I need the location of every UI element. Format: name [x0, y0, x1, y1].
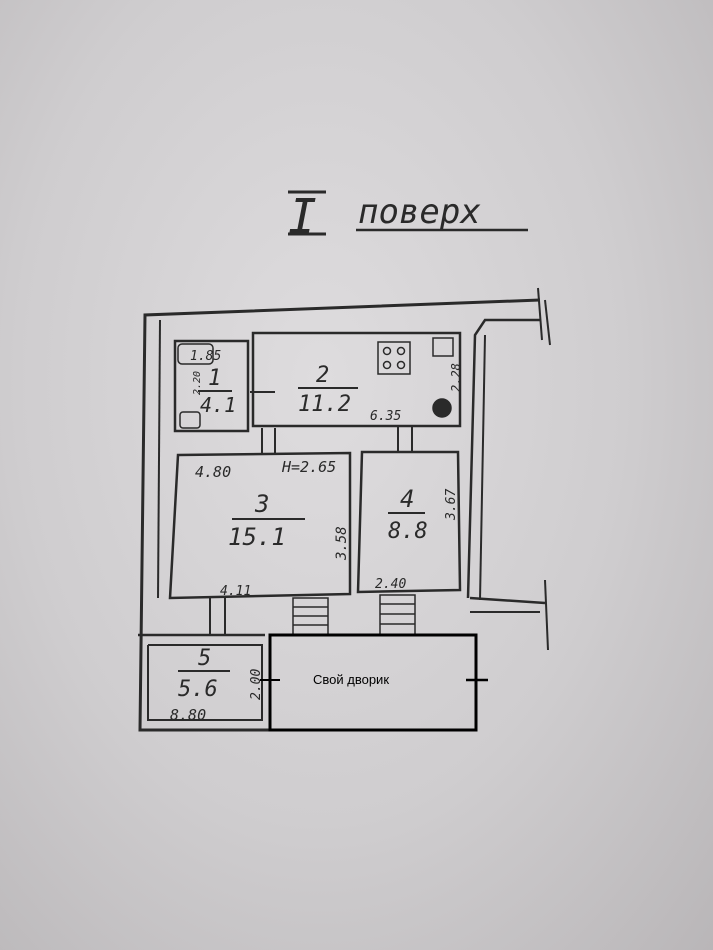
room-5-area: 5.6 — [178, 677, 218, 702]
room-2-number: 2 — [316, 363, 329, 388]
wall-right-inner — [479, 334, 486, 601]
courtyard-box — [268, 633, 478, 732]
boiler-icon — [432, 398, 452, 418]
room-1-outline — [173, 339, 250, 433]
heading: I поверх — [288, 189, 528, 245]
heading-roman: I — [288, 189, 317, 245]
room-labels: 1 4.1 2 11.2 3 15.1 4 8.8 5 5.6 — [178, 363, 428, 702]
room3-side-label: 3.58 — [334, 526, 350, 561]
room3-ceiling-label: H=2.65 — [281, 458, 336, 476]
stove-burner-icon — [382, 346, 392, 356]
room-2-area: 11.2 — [298, 392, 351, 417]
room5-side-label: 2.00 — [249, 669, 264, 700]
room-5-number: 5 — [198, 646, 211, 671]
wall-inner-left — [157, 319, 161, 599]
stove-burner-icon — [382, 360, 392, 370]
fixtures — [177, 337, 454, 429]
break-mark-top — [537, 287, 543, 341]
room4-bottom-label: 2.40 — [375, 577, 406, 592]
room5-bottom-label: 8.80 — [170, 706, 206, 724]
room3-top-label: 4.80 — [195, 463, 231, 481]
steps-right — [379, 594, 416, 636]
room3-bottom-label: 4.11 — [220, 584, 251, 599]
courtyard: Свой дворик — [260, 633, 488, 732]
room-3-outline — [168, 451, 352, 600]
sink-icon — [179, 411, 201, 429]
stove-burner-icon — [396, 346, 406, 356]
room1-width-label: 1.85 — [190, 349, 221, 364]
wall-outer-left — [138, 298, 541, 732]
room2-height-label: 2.28 — [449, 363, 463, 392]
room-4-outline — [356, 450, 462, 594]
room-2-outline — [251, 331, 462, 428]
room-4-area: 8.8 — [388, 519, 428, 544]
courtyard-label: Свой дворик — [313, 672, 389, 687]
steps — [292, 594, 416, 636]
room-3-area: 15.1 — [228, 523, 286, 551]
room-outlines — [168, 331, 462, 600]
outer-walls — [138, 287, 551, 732]
break-mark-bottom — [544, 579, 549, 651]
room-3-number: 3 — [254, 490, 269, 518]
room2-width-label: 6.35 — [370, 409, 401, 424]
stove-burner-icon — [396, 360, 406, 370]
room5-inner-outline — [147, 644, 263, 721]
doorways — [209, 391, 413, 635]
room4-side-label: 3.67 — [444, 489, 459, 521]
room1-side-label: 2.20 — [192, 371, 203, 395]
dimension-labels: 1.85 2.20 6.35 2.28 4.80 H=2.65 3.58 4.1… — [170, 349, 463, 724]
break-mark-top-2 — [544, 299, 551, 346]
wall-right-bottom — [469, 596, 546, 605]
room-1-number: 1 — [208, 366, 221, 391]
room-4-number: 4 — [400, 485, 414, 513]
stove-icon — [377, 341, 411, 375]
bathtub-icon — [177, 343, 214, 365]
cabinet-icon — [432, 337, 454, 357]
heading-word: поверх — [358, 192, 481, 232]
room-1-area: 4.1 — [200, 393, 236, 417]
wall-right — [466, 318, 540, 599]
